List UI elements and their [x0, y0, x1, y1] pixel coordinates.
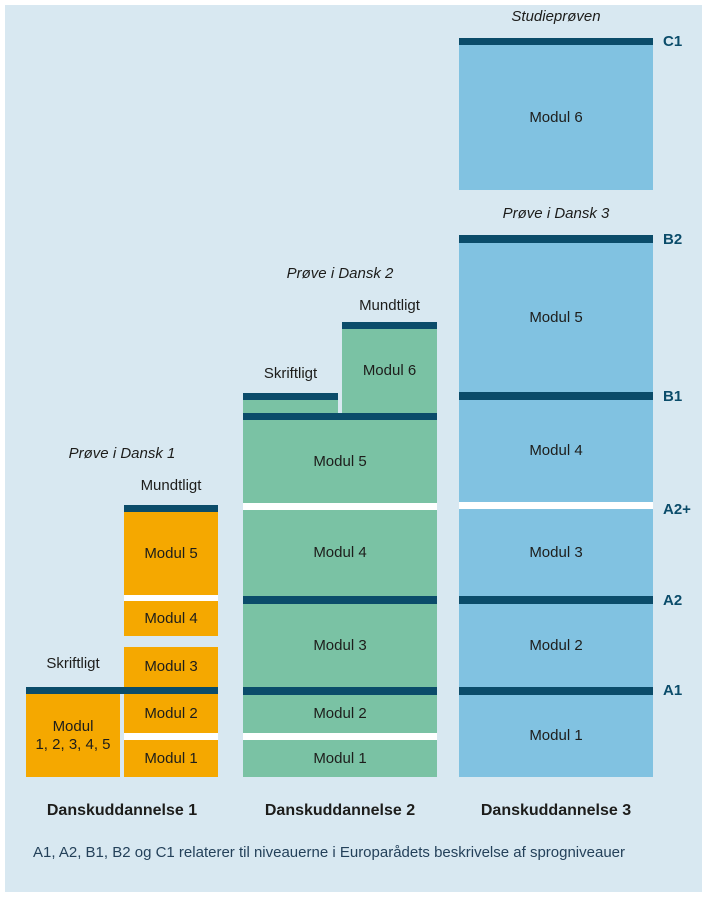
du1-modul-3-box: Modul 3 [124, 647, 218, 687]
du3-modul-5-box: Modul 5 [459, 243, 653, 392]
level-label-c1: C1 [663, 33, 683, 50]
du2-modul-2-box: Modul 2 [243, 695, 437, 733]
du3-modul-6-box: Modul 6 [459, 45, 653, 190]
du1-combined-box-line1: Modul [52, 717, 94, 735]
level-label-a1: A1 [663, 682, 683, 699]
studieproven-title: Studieprøven [511, 8, 601, 25]
prove-i-dansk-2-title: Prøve i Dansk 2 [286, 265, 394, 282]
du3-modul-1-box: Modul 1 [459, 695, 653, 777]
du3-modul-3-box: Modul 3 [459, 509, 653, 596]
du1-mundtligt-exam-bar [124, 505, 218, 512]
du3-level-bar-a1 [459, 687, 653, 695]
du3-modul-4-box: Modul 4 [459, 400, 653, 502]
prove-i-dansk-1-title: Prøve i Dansk 1 [68, 445, 176, 462]
du2-modul-5-box: Modul 5 [243, 420, 437, 503]
du2-divider-modul-1 [243, 733, 437, 740]
du1-skriftligt-label: Skriftligt [46, 655, 100, 672]
du2-name-label: Danskuddannelse 2 [264, 802, 416, 819]
du2-mundtligt-exam-bar [342, 322, 437, 329]
du1-skriftligt-exam-bar-a1 [26, 687, 218, 694]
du3-modul-2-box: Modul 2 [459, 604, 653, 687]
prove-i-dansk-3-exam-bar-b2 [459, 235, 653, 243]
du2-level-bar-a2 [243, 596, 437, 604]
du2-skriftligt-strip [243, 400, 338, 413]
du1-modul-4-box: Modul 4 [124, 601, 218, 636]
du1-combined-box-line2: 1, 2, 3, 4, 5 [35, 735, 111, 753]
studieproven-exam-bar-c1 [459, 38, 653, 45]
level-label-a2: A2 [663, 592, 683, 609]
level-label-a2-plus: A2+ [663, 501, 691, 518]
level-label-b1: B1 [663, 388, 683, 405]
du1-divider-1 [124, 595, 218, 601]
du1-modul-2-box: Modul 2 [124, 694, 218, 733]
level-label-b2: B2 [663, 231, 683, 248]
du3-divider-a2-plus [459, 502, 653, 509]
du1-divider-2 [124, 733, 218, 740]
du2-modul-3-box: Modul 3 [243, 604, 437, 687]
du1-modul-1-box: Modul 1 [124, 740, 218, 777]
du2-mundtligt-label: Mundtligt [359, 297, 420, 314]
du1-modul-1-5-combined-box: Modul 1, 2, 3, 4, 5 [26, 694, 120, 777]
du1-mundtligt-label: Mundtligt [140, 477, 202, 494]
du2-modul-1-box: Modul 1 [243, 740, 437, 777]
du1-name-label: Danskuddannelse 1 [46, 802, 198, 819]
du3-level-bar-a2 [459, 596, 653, 604]
footnote: A1, A2, B1, B2 og C1 relaterer til nivea… [33, 844, 626, 861]
du1-modul-5-box: Modul 5 [124, 512, 218, 595]
du3-level-bar-b1 [459, 392, 653, 400]
du2-modul-4-box: Modul 4 [243, 510, 437, 596]
du3-name-label: Danskuddannelse 3 [480, 802, 632, 819]
du2-modul-5-top-bar [243, 413, 437, 420]
du2-level-bar-a1 [243, 687, 437, 695]
du2-skriftligt-exam-bar [243, 393, 338, 400]
prove-i-dansk-3-title: Prøve i Dansk 3 [502, 205, 610, 222]
du2-modul-6-box: Modul 6 [342, 329, 437, 413]
du2-skriftligt-label: Skriftligt [263, 365, 318, 382]
du2-divider-a2-plus [243, 503, 437, 510]
